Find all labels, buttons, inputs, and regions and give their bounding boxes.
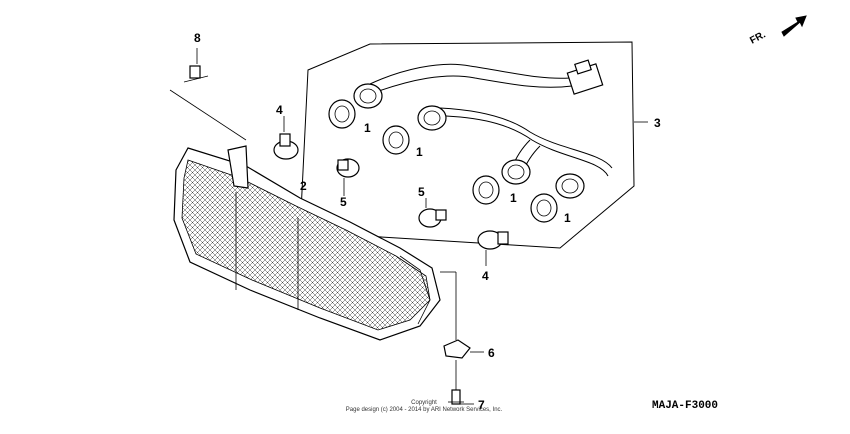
direction-arrow-icon <box>781 15 807 37</box>
callout-3: 3 <box>654 116 661 130</box>
callout-1-b: 1 <box>416 145 423 159</box>
callout-6: 6 <box>488 346 495 360</box>
front-direction-indicator: FR. <box>748 15 807 47</box>
direction-label: FR. <box>748 29 768 46</box>
diagram-code: MAJA-F3000 <box>652 400 718 412</box>
callout-5-left: 5 <box>340 195 347 209</box>
callout-2: 2 <box>300 179 307 193</box>
callout-1-a: 1 <box>364 121 371 135</box>
copyright-line-1: Copyright <box>411 400 437 406</box>
callout-4-lower: 4 <box>482 269 489 283</box>
screw-part-8 <box>169 48 247 141</box>
bulbs <box>273 116 509 266</box>
taillight-lens <box>173 145 441 341</box>
callout-7: 7 <box>478 398 485 412</box>
nut-and-screw <box>440 271 484 405</box>
callout-1-d: 1 <box>564 211 571 225</box>
callout-1-c: 1 <box>510 191 517 205</box>
callout-5-right: 5 <box>418 185 425 199</box>
callout-4-upper: 4 <box>276 103 283 117</box>
copyright-line-2: Page design (c) 2004 - 2014 by ARI Netwo… <box>346 407 503 413</box>
socket-harness-group <box>299 41 648 249</box>
callout-8: 8 <box>194 31 201 45</box>
